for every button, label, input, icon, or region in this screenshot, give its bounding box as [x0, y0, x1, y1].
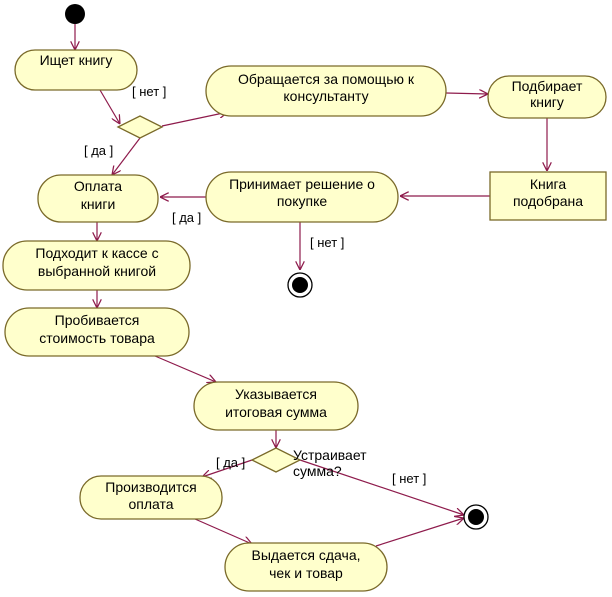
edge-seek-to-decision — [99, 89, 120, 124]
svg-text:Подходит к кассе с: Подходит к кассе с — [35, 245, 158, 261]
activity-pays-book: Оплата книги — [37, 174, 159, 223]
svg-text:подобрана: подобрана — [513, 193, 583, 209]
edge-decision-to-payment — [202, 459, 253, 477]
edge-payment-to-change — [194, 518, 252, 544]
svg-text:покупке: покупке — [277, 193, 328, 209]
guard-yes: [ да ] — [84, 143, 113, 158]
edge-consultant-to-selects — [445, 93, 488, 94]
activity-decides-purchase: Принимает решение о покупке — [205, 171, 399, 223]
svg-text:Принимает решение о: Принимает решение о — [229, 176, 375, 192]
svg-text:сумма?: сумма? — [293, 463, 342, 479]
svg-text:книги: книги — [81, 196, 116, 212]
guard-yes: [ да ] — [172, 210, 201, 225]
svg-text:итоговая сумма: итоговая сумма — [225, 404, 327, 420]
activity-book-selected: Книга подобрана — [489, 171, 607, 221]
svg-text:Обращается за помощью к: Обращается за помощью к — [238, 71, 415, 87]
svg-text:чек и товар: чек и товар — [269, 565, 343, 581]
activity-asks-consultant: Обращается за помощью к консультанту — [205, 65, 447, 117]
activity-payment-made: Производится оплата — [79, 475, 223, 520]
initial-node — [65, 4, 85, 24]
edge-scan-to-total — [154, 355, 216, 382]
edge-decision-to-final-2 — [299, 459, 464, 515]
activity-goes-to-checkout: Подходит к кассе с выбранной книгой — [2, 240, 191, 291]
svg-text:Устраивает: Устраивает — [293, 447, 367, 463]
decision-node — [116, 115, 164, 139]
svg-text:стоимость товара: стоимость товара — [39, 330, 155, 346]
activity-seeks-book: Ищет книгу — [14, 49, 138, 91]
edge-decision-to-pay — [112, 137, 141, 175]
svg-text:Оплата: Оплата — [74, 178, 122, 194]
svg-text:оплата: оплата — [128, 496, 173, 512]
edge-change-to-final — [375, 518, 464, 547]
activity-price-scanned: Пробивается стоимость товара — [4, 307, 190, 357]
activity-selects-book: Подбирает книгу — [487, 75, 607, 119]
final-node — [287, 272, 313, 298]
edges — [75, 24, 547, 547]
activity-total-shown: Указывается итоговая сумма — [193, 381, 359, 431]
guard-no: [ нет ] — [392, 471, 426, 486]
final-node — [463, 504, 489, 530]
svg-text:Ищет книгу: Ищет книгу — [40, 52, 113, 68]
svg-text:Подбирает: Подбирает — [512, 78, 583, 94]
svg-text:Указывается: Указывается — [235, 386, 317, 402]
svg-text:Пробивается: Пробивается — [55, 312, 140, 328]
svg-text:Выдается сдача,: Выдается сдача, — [251, 547, 360, 563]
svg-text:Производится: Производится — [105, 479, 196, 495]
guard-yes: [ да ] — [216, 455, 245, 470]
guard-no: [ нет ] — [310, 235, 344, 250]
svg-text:выбранной книгой: выбранной книгой — [38, 263, 156, 279]
guard-no: [ нет ] — [132, 84, 166, 99]
edge-decision-to-consultant — [161, 112, 228, 127]
svg-text:Книга: Книга — [530, 176, 567, 192]
decision-node — [250, 447, 302, 473]
decision-question: Устраивает сумма? — [293, 447, 367, 479]
svg-text:книгу: книгу — [530, 94, 564, 110]
activity-change-given: Выдается сдача, чек и товар — [224, 542, 388, 592]
svg-text:консультанту: консультанту — [283, 88, 368, 104]
